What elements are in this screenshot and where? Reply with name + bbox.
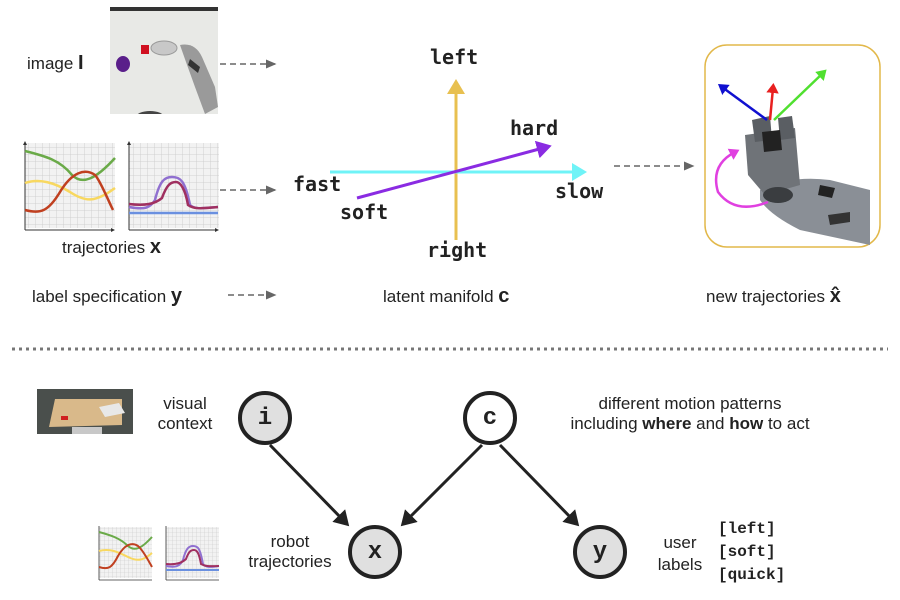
visual-context-label: visual context <box>157 394 213 433</box>
node-c: c <box>463 391 517 445</box>
trajectories-label: trajectories x <box>62 236 161 258</box>
top-view-photo <box>110 7 218 114</box>
frame-arrow-red <box>766 83 779 121</box>
bottom-mini-plot-2 <box>165 526 220 581</box>
axis-label-left: left <box>430 45 479 69</box>
trajectory-red <box>24 170 115 213</box>
edge-c-to-y <box>498 443 580 527</box>
user-labels-label: user labels <box>657 533 703 574</box>
edge-c-to-x <box>400 443 484 527</box>
axis-soft-hard <box>356 140 552 200</box>
node-x: x <box>348 525 402 579</box>
rotation-arrow <box>714 148 769 208</box>
label-tag: [quick] <box>718 566 786 584</box>
axis-label-soft: soft <box>340 200 389 224</box>
mini-plot-2 <box>127 141 219 232</box>
label-tag: [left] <box>718 520 776 538</box>
output-frame <box>704 44 881 248</box>
mini-plot-1 <box>23 141 116 232</box>
axis-label-hard: hard <box>510 116 559 140</box>
trajectory-yellow <box>24 179 116 201</box>
bottom-mini-plot-1 <box>98 526 153 581</box>
visual-context-photo <box>37 389 133 434</box>
image-label: image I <box>27 52 84 74</box>
label-tag: [soft] <box>718 543 776 561</box>
trajectory-maroon <box>128 180 219 210</box>
motion-patterns-label: different motion patterns including wher… <box>570 394 810 433</box>
axis-label-right: right <box>427 238 488 262</box>
top-view-photo-drawing <box>110 7 218 114</box>
trajectory-green <box>24 149 116 182</box>
frame-arrow-blue <box>717 84 768 122</box>
new-trajectories-label: new trajectories x̂ <box>706 285 841 307</box>
visual-context-drawing <box>49 399 125 434</box>
axis-label-slow: slow <box>555 179 604 203</box>
robot-gripper-drawing <box>745 116 870 245</box>
robot-trajectories-label: robot trajectories <box>248 532 332 571</box>
frame-arrow-green <box>773 69 827 121</box>
manifold-label: latent manifold c <box>383 285 510 307</box>
trajectory-violet <box>128 175 219 210</box>
node-y: y <box>573 525 627 579</box>
node-i: i <box>238 391 292 445</box>
label-specification: label specification y <box>32 285 183 307</box>
label-tags: [left] [soft] [quick] <box>718 518 785 587</box>
edge-i-to-x <box>268 443 350 527</box>
axis-label-fast: fast <box>293 172 342 196</box>
